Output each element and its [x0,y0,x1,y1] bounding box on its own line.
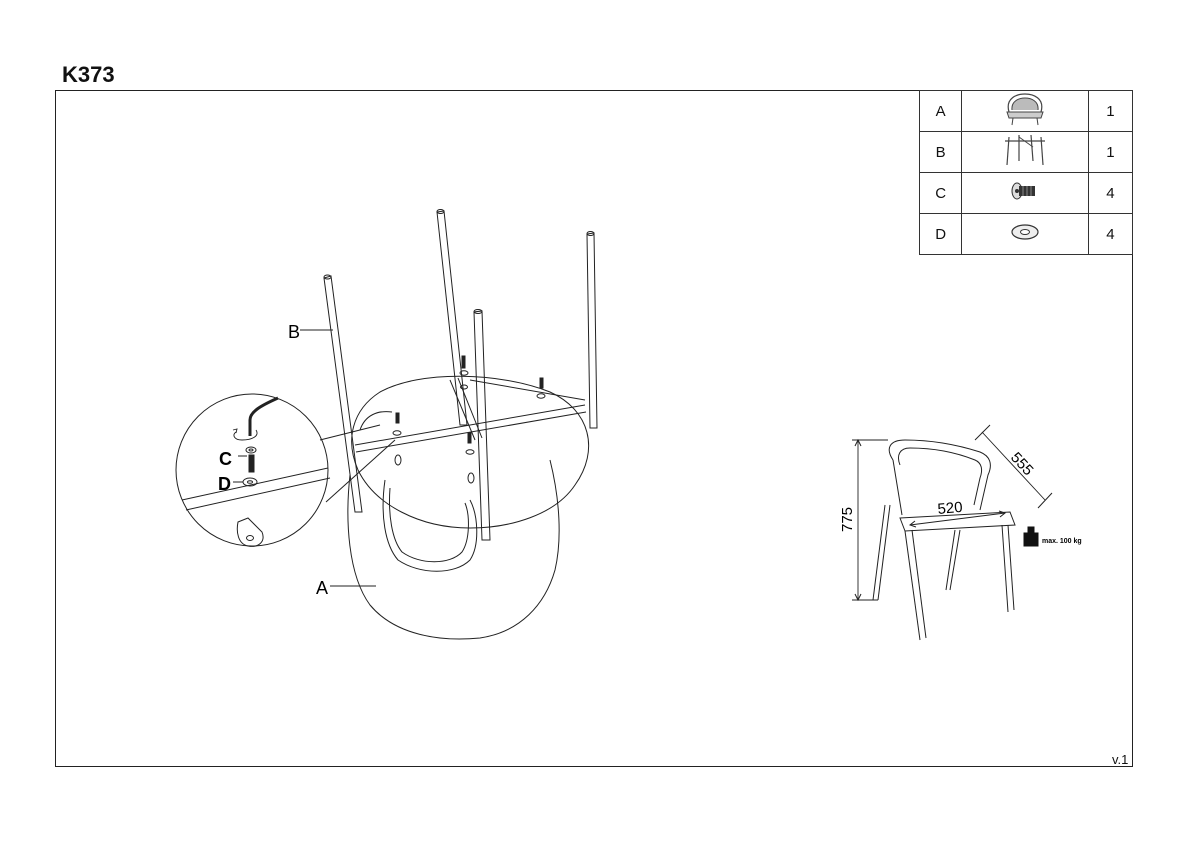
parts-row: C 4 [918,172,1134,214]
dimension-width: 520 [937,499,963,518]
document-title: K373 [62,62,115,87]
leg-frame-icon [961,131,1089,173]
version-label: v.1 [1112,752,1129,767]
drawing-frame [55,90,1133,767]
part-quantity: 4 [1087,213,1134,255]
weight-icon [1023,526,1039,547]
dimension-height: 775 [839,507,856,532]
chair-side-view [852,424,1053,641]
dimension-depth: 555 [1007,449,1037,479]
detail-circle [175,393,396,547]
part-quantity: 1 [1087,90,1134,132]
bolt-icon [961,172,1089,214]
parts-row: A 1 [918,90,1134,132]
washer-icon [961,213,1089,255]
max-load-label: max. 100 kg [1042,538,1082,545]
parts-list: A 1 B 1 C [918,90,1134,255]
seat-shell-illustration [347,375,590,640]
frame-bolt-markers [392,355,546,484]
part-quantity: 4 [1087,172,1134,214]
label-frame-b: B [288,322,300,342]
part-letter: D [918,213,963,255]
parts-row: B 1 [918,131,1134,173]
label-bolt-c: C [219,449,232,469]
label-washer-d: D [218,474,231,494]
part-letter: C [918,172,963,214]
part-letter: A [918,90,963,132]
part-quantity: 1 [1087,131,1134,173]
label-seat-a: A [316,578,328,598]
parts-row: D 4 [918,213,1134,255]
